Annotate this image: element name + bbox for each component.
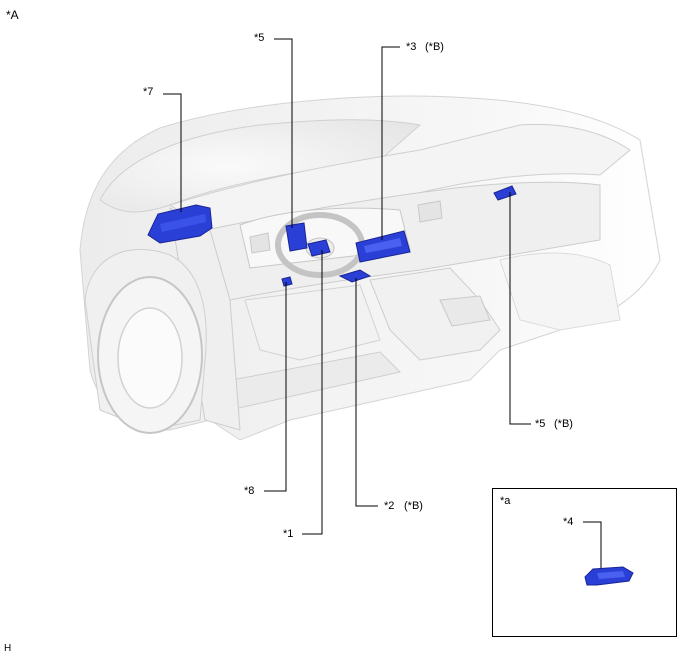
leader-1 [302, 250, 323, 535]
dash-vent-left [249, 232, 271, 254]
front-rim [117, 307, 183, 409]
component-8 [281, 276, 293, 287]
callout-5-label: *5 [535, 418, 546, 430]
callout-label-2: *2 [384, 500, 395, 512]
callout-note-3: (*B) [425, 41, 444, 53]
component-2 [338, 269, 372, 283]
leader-6 [274, 38, 293, 228]
shift-area [439, 295, 491, 327]
callout-label-3: *3 [406, 41, 417, 53]
component-7-shade [160, 214, 206, 232]
leader-5 [509, 192, 531, 425]
callout-label-5-text: *5 [535, 418, 545, 430]
corner-code: H [4, 643, 12, 654]
component-1 [307, 239, 331, 257]
leader-3 [381, 46, 400, 240]
callout-label-8: *8 [244, 485, 255, 497]
callout-label-1: *1 [283, 528, 294, 540]
leader-8 [264, 282, 287, 492]
callout-note-5: (*B) [554, 418, 573, 430]
view-label: *A [6, 8, 19, 22]
callout-label-6: *5 [254, 32, 265, 44]
inset-illustration [583, 521, 634, 586]
passenger-seat [499, 252, 621, 331]
component-3-detail [364, 238, 402, 253]
inset-panel: *a *4 [492, 488, 677, 637]
leader-4 [583, 521, 602, 569]
component-5 [493, 185, 517, 201]
leader-2 [355, 278, 378, 507]
callout-note-2: (*B) [404, 500, 423, 512]
inset-callout-label-4: *4 [563, 516, 574, 528]
center-console [369, 267, 501, 361]
driver-footwell [244, 284, 381, 361]
leader-7 [163, 93, 182, 212]
dash-vent-right [417, 200, 443, 223]
component-4-shade [597, 571, 625, 579]
inset-label: *a [500, 495, 511, 507]
callout-label-7: *7 [143, 86, 154, 98]
component-6 [285, 222, 308, 252]
